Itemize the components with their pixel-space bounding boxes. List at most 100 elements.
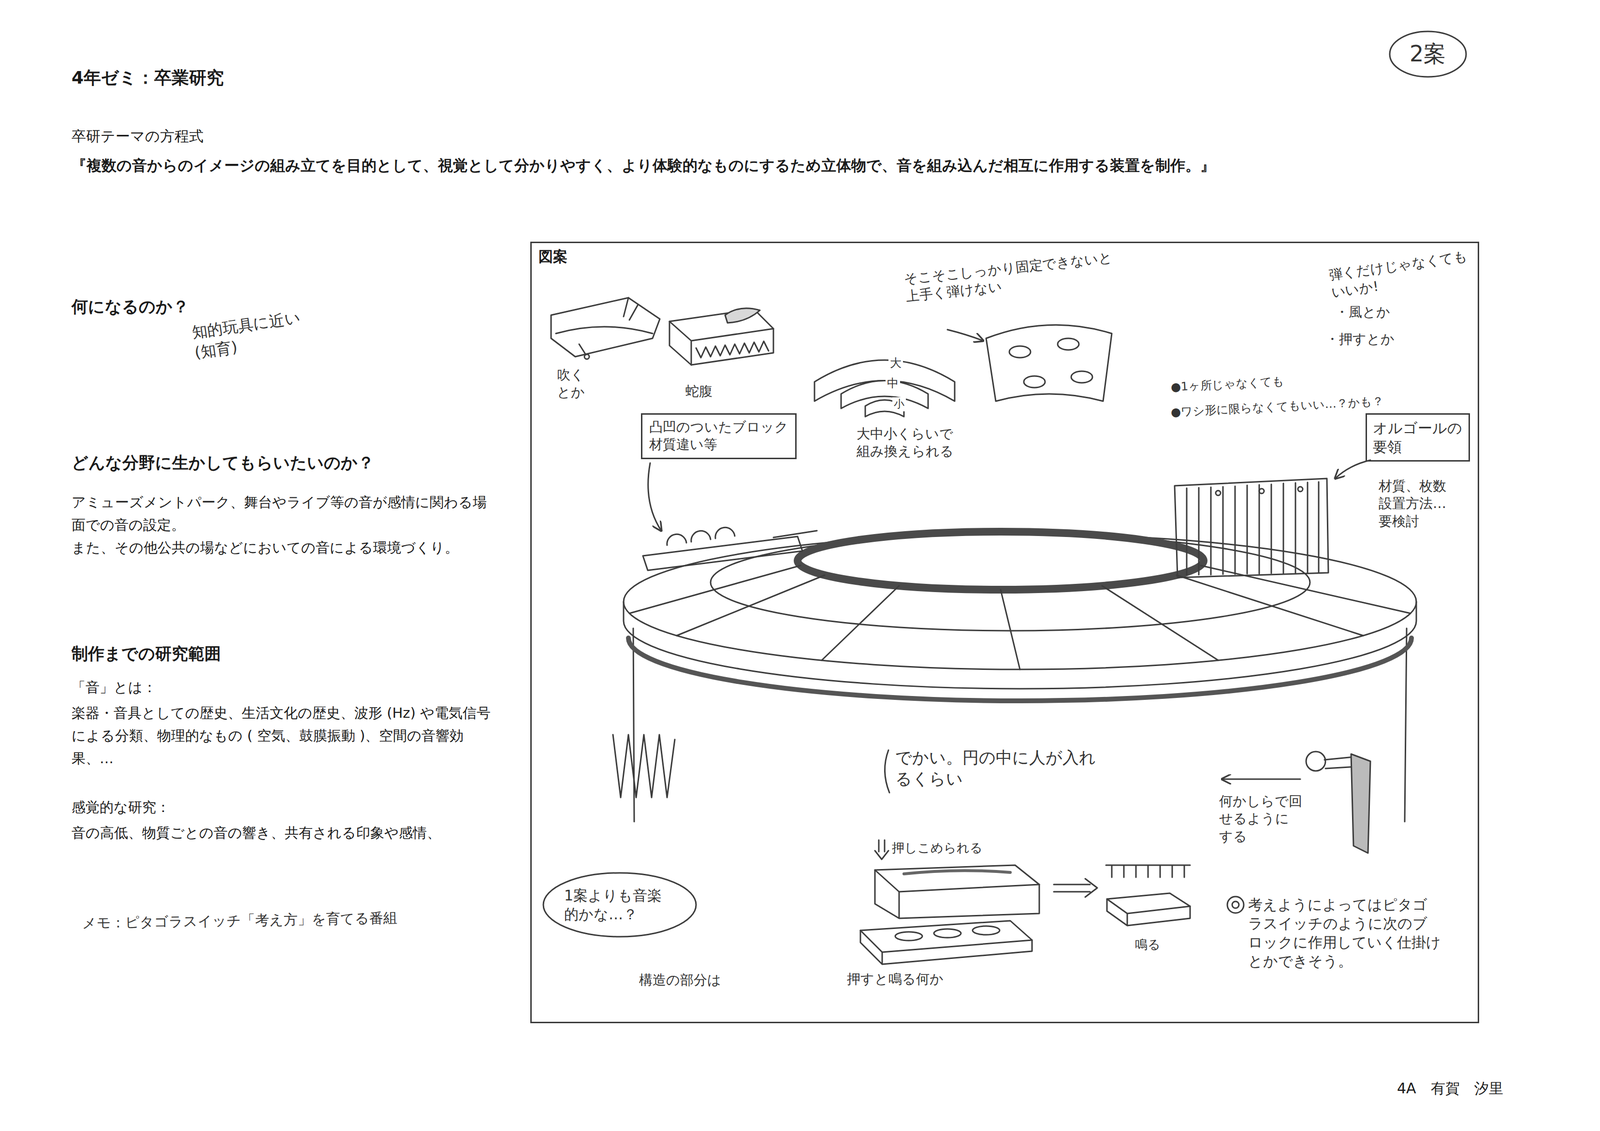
section-heading: どんな分野に生かしてもらいたいのか？ [71, 451, 375, 474]
ring-device-sketch [629, 565, 1411, 670]
spring-sketch [612, 734, 675, 798]
node-label: 凸凹のついたブロック [649, 418, 789, 437]
ring-device-sketch [633, 628, 635, 822]
holed-plate-sketch [1071, 371, 1093, 383]
handwritten-note: 鳴る [1134, 936, 1161, 954]
body-text: 音の高低、物質ごとの音の響き、共有される印象や感情、 [71, 821, 497, 845]
handwritten-note: ・押すとか [1325, 330, 1395, 349]
handwritten-note: 考えようによってはピタゴラスイッチのように次のブロックに作用していく仕掛けとかで… [1248, 895, 1442, 971]
press-block-sketch [874, 865, 1040, 892]
handwritten-note: 構造の部分は [639, 971, 722, 990]
crank-handle-sketch [1351, 754, 1371, 854]
double-arrow [1053, 878, 1098, 898]
wind-block-sketch [555, 326, 653, 334]
press-block-sketch [874, 870, 1040, 919]
leader-arrow [884, 750, 890, 793]
circled-plan-number: 2案 [1388, 29, 1468, 79]
note-box: 凸凹のついたブロック材質違い等 [640, 413, 797, 460]
holed-slab-sketch [860, 920, 1033, 965]
body-text: 感覚的な研究： [71, 798, 171, 817]
holed-plate-sketch [986, 324, 1112, 402]
bellows-block-sketch [669, 321, 774, 365]
leader-arrow [1335, 460, 1371, 479]
handwritten-note: 材質、枚数 設置方法… 要検討 [1378, 477, 1456, 531]
body-text: 卒研テーマの方程式 [71, 126, 204, 146]
ring-device-sketch [1404, 628, 1407, 822]
wind-block-sketch [623, 297, 639, 320]
ellipse-outline [541, 871, 698, 939]
leader-arrow [947, 329, 984, 341]
note-marker [1227, 896, 1244, 914]
node-text-group: 1案よりも音楽的かな…？ [564, 886, 676, 924]
body-text: 楽器・音具としての歴史、生活文化の歴史、波形 (Hz) や電気信号による分類、物… [71, 701, 497, 771]
holed-plate-sketch [1023, 376, 1046, 388]
crank-handle-sketch [1306, 751, 1371, 854]
node-label: 材質違い等 [649, 436, 789, 454]
note-marker [1227, 896, 1244, 914]
wind-block-sketch [551, 297, 660, 357]
holed-slab-sketch [860, 930, 1033, 965]
bump-block-sketch [642, 527, 817, 571]
holed-slab-sketch [860, 920, 1033, 953]
sounding-block-sketch [1106, 893, 1191, 914]
bellows-block-sketch [669, 309, 774, 365]
bump-block-sketch [773, 530, 817, 538]
note-marker [1232, 901, 1239, 909]
press-block-sketch [903, 870, 1011, 874]
body-text: 「音」とは： [71, 678, 157, 698]
music-box-comb-sketch [1174, 478, 1329, 578]
leader-arrow [648, 329, 1371, 793]
page-title: 4年ゼミ：卒業研究 [71, 66, 224, 90]
holed-slab-sketch [895, 931, 923, 941]
ellipse-outline [1389, 31, 1467, 77]
sounding-block-sketch [1105, 865, 1191, 926]
stacked-arc-blocks-sketch [841, 380, 929, 409]
wind-block-sketch [551, 297, 660, 360]
music-box-comb-sketch [1215, 490, 1221, 496]
handwritten-note: 蛇腹 [685, 382, 713, 401]
crank-handle-sketch [1306, 751, 1326, 771]
handwritten-note: メモ：ピタゴラスイッチ「考え方」を育てる番組 [82, 909, 398, 933]
body-text: アミューズメントパーク、舞台やライブ等の音が感情に関わる場面での音の設定。 [71, 491, 497, 537]
wind-block-sketch [584, 354, 590, 360]
stacked-arc-blocks-sketch [814, 360, 955, 417]
sounding-block-sketch [1105, 865, 1191, 878]
handwritten-note: 押しこめられる [891, 840, 983, 857]
music-box-comb-sketch [1259, 488, 1265, 494]
bellows-block-sketch [725, 308, 760, 323]
note-box: オルゴールの要領 [1365, 413, 1470, 462]
body-text: 4A 有賀 汐里 [1396, 1078, 1504, 1098]
ring-device-sketch [623, 534, 1417, 670]
sounding-block-sketch [1106, 899, 1191, 926]
handwritten-note: 弾くだけじゃなくてもいいか! [1327, 247, 1473, 303]
press-block-sketch [874, 840, 1040, 919]
leader-arrow [648, 463, 662, 531]
handwritten-note: でかい。円の中に人が入れるくらい [895, 746, 1104, 790]
handwritten-note: そこそこしっかり固定できないと上手く弾けない [902, 248, 1119, 306]
ring-device-sketch [623, 531, 1417, 822]
handwritten-note: 大 [888, 355, 903, 371]
sketch-layer [551, 297, 1417, 965]
handwritten-note: ・風とか [1335, 303, 1391, 321]
body-text: また、その他公共の場などにおいての音による環境づくり。 [71, 536, 497, 560]
handwritten-note: 大中小くらいで組み換えられる [856, 425, 961, 461]
music-box-comb-sketch [1297, 486, 1303, 492]
ellipse-outline [543, 872, 697, 937]
node-label: 1案よりも音楽的かな…？ [564, 886, 676, 924]
handwritten-note: 中 [885, 376, 901, 392]
holed-slab-sketch [972, 926, 1000, 935]
ring-device-sketch [710, 534, 1310, 631]
bump-block-sketch [667, 527, 735, 546]
bellows-block-sketch [669, 308, 774, 365]
leader-arrow [1221, 778, 1301, 781]
node-text-group: オルゴールの要領 [1372, 418, 1463, 457]
note-ellipse: 1案よりも音楽的かな…？ [541, 871, 698, 939]
node-text-group: 凸凹のついたブロック材質違い等 [649, 418, 789, 454]
bellows-block-sketch [696, 341, 769, 358]
holed-slab-sketch [933, 929, 961, 938]
node-label: オルゴールの要領 [1372, 418, 1463, 457]
node-label: 2案 [1409, 39, 1447, 69]
press-block-sketch [874, 840, 889, 860]
handwritten-note: 押すと鳴る何か [846, 970, 944, 989]
